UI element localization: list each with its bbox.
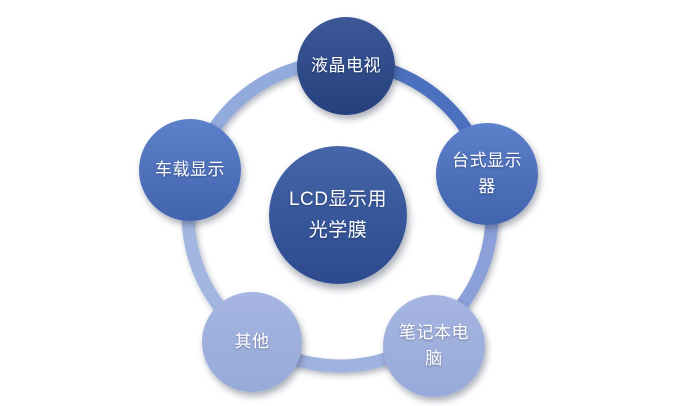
node-lcd-tv: 液晶电视	[297, 17, 395, 115]
node-center-label-line1: LCD显示用	[288, 189, 387, 210]
node-laptop: 笔记本电脑	[383, 295, 485, 397]
node-lcd-tv-label: 液晶电视	[311, 56, 381, 75]
node-vehicle-display: 车载显示	[139, 119, 241, 221]
node-desktop-monitor: 台式显示器	[436, 123, 538, 225]
node-vehicle-display-label: 车载显示	[155, 160, 225, 179]
node-center: LCD显示用 光学膜	[269, 146, 407, 284]
node-laptop-label: 笔记本电脑	[399, 323, 469, 368]
node-desktop-monitor-label: 台式显示器	[452, 151, 522, 196]
node-other: 其他	[202, 292, 302, 392]
node-other-label: 其他	[234, 332, 270, 351]
node-center-label: LCD显示用 光学膜	[289, 184, 387, 246]
node-center-label-line2: 光学膜	[308, 220, 368, 241]
